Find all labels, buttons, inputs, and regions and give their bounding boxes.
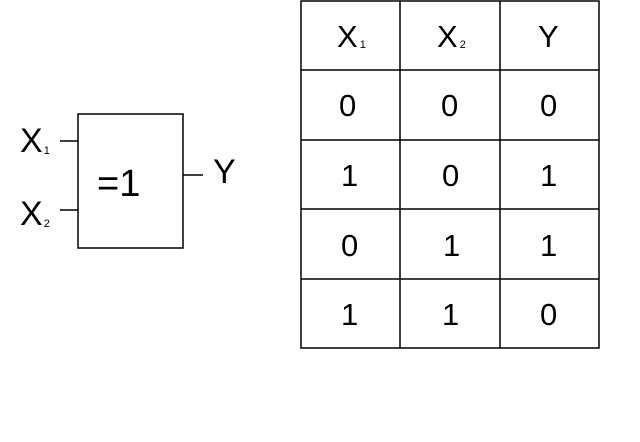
table-cell: 1: [540, 228, 557, 263]
table-cell: 0: [441, 88, 458, 123]
table-row: 0 1 1: [341, 228, 557, 263]
table-cell: 1: [540, 158, 557, 193]
input-2-subscript: 2: [44, 218, 50, 230]
input-1-letter: X: [20, 122, 43, 160]
table-cell: 1: [443, 228, 460, 263]
table-header-y: Y: [538, 19, 559, 54]
input-1-subscript: 1: [44, 145, 50, 157]
table-cell: 0: [341, 228, 358, 263]
table-cell: 1: [341, 297, 358, 332]
table-row: 1 0 1: [341, 158, 557, 193]
gate-box: [77, 113, 184, 249]
table-cell: 0: [339, 88, 356, 123]
table-cell: 0: [540, 297, 557, 332]
gate-symbol: =1: [97, 163, 140, 205]
table-row: 0 0 0: [339, 88, 557, 123]
table-cell: 1: [341, 158, 358, 193]
input-2-label: X2: [20, 195, 50, 233]
table-row: 1 1 0: [341, 297, 557, 332]
xor-gate: =1 X1 X2 Y: [20, 113, 236, 249]
table-cell: 0: [442, 158, 459, 193]
output-label: Y: [213, 153, 236, 191]
input-2-letter: X: [20, 195, 43, 233]
table-cell: 1: [442, 297, 459, 332]
input-1-label: X1: [20, 122, 50, 160]
table-cell: 0: [540, 88, 557, 123]
table-border: [300, 0, 600, 349]
